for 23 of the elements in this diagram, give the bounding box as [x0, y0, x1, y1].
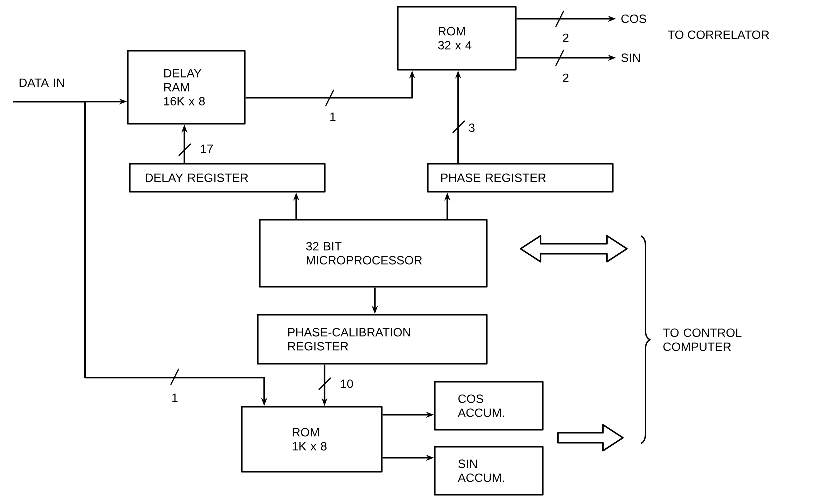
block-box: 32 BIT MICROPROCESSOR — [259, 219, 488, 288]
edge-label: 2 — [563, 34, 569, 42]
block-box: DELAY RAM 16K x 8 — [127, 50, 246, 125]
block-box: SIN ACCUM. — [434, 446, 544, 496]
edge-label: 2 — [563, 74, 569, 82]
edge-label: 3 — [469, 124, 475, 132]
edge-label: 10 — [341, 380, 354, 388]
edge-label: 1 — [172, 394, 178, 402]
edge-label: 1 — [330, 112, 336, 122]
hollow-arrow — [557, 424, 624, 452]
input-label: DATA IN — [20, 78, 64, 88]
block-box: DELAY REGISTER — [129, 163, 326, 193]
output-label: COS — [622, 14, 646, 24]
note-label: TO CORRELATOR — [668, 30, 770, 40]
edge-label: 17 — [201, 144, 214, 154]
block-box: ROM 32 x 4 — [397, 6, 517, 71]
block-box: COS ACCUM. — [434, 381, 544, 431]
hollow-arrow — [520, 235, 628, 263]
block-box: PHASE REGISTER — [427, 163, 614, 193]
destination-label: TO CONTROL COMPUTER — [663, 328, 742, 352]
block-box: PHASE-CALIBRATION REGISTER — [257, 314, 488, 365]
output-label: SIN — [622, 54, 640, 62]
block-box: ROM 1K x 8 — [241, 406, 383, 473]
